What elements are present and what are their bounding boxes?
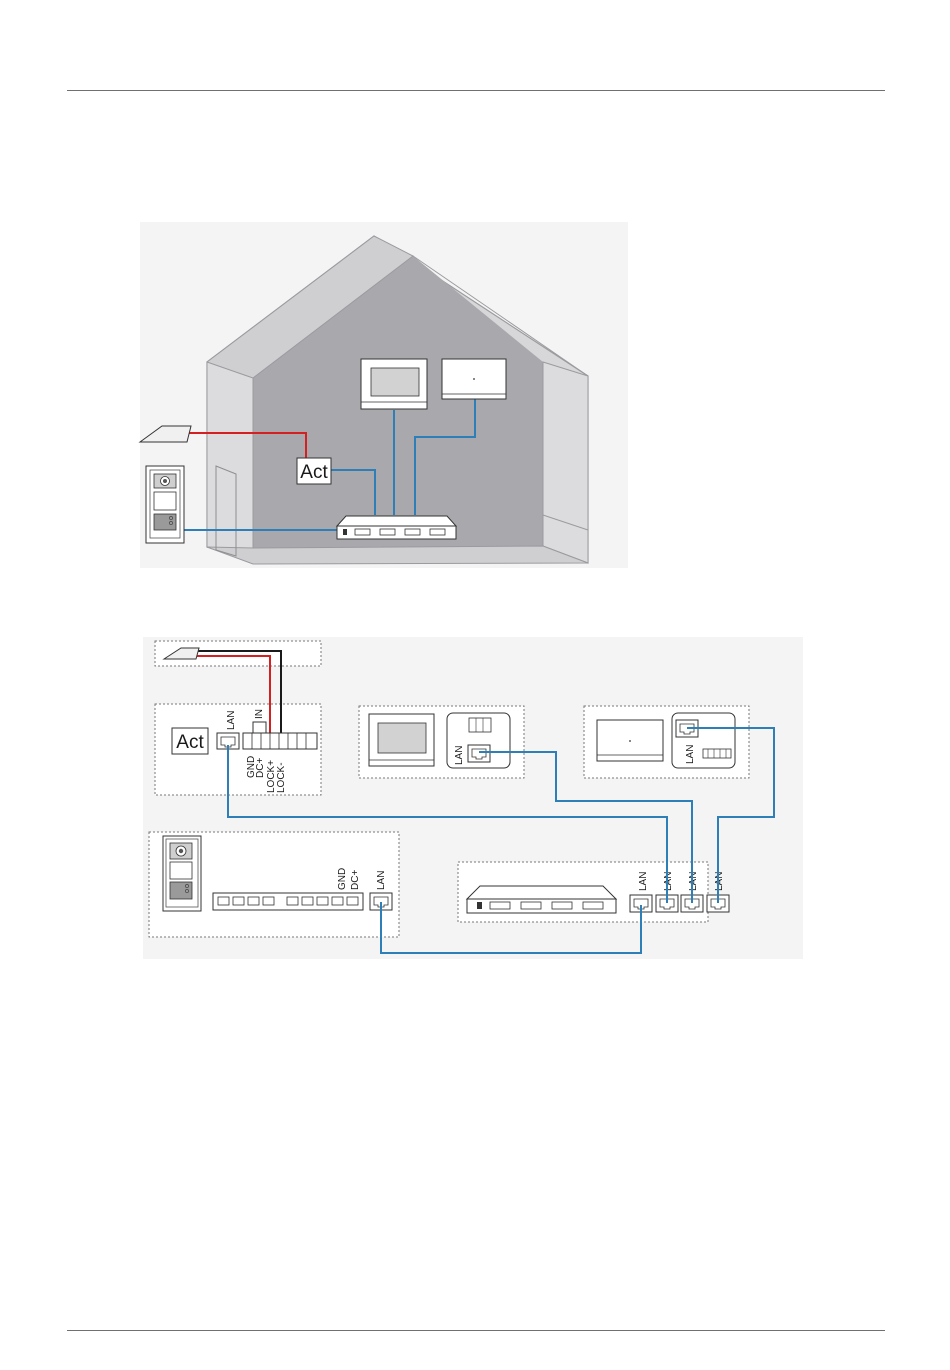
actuator-in-label: IN [254,709,265,719]
actuator-lan-label: LAN [226,711,237,730]
switch-port-label-4: LAN [714,872,725,891]
indoor-panel-house [442,359,506,399]
outdoor-station-house [146,466,184,543]
network-switch-house [337,516,456,539]
indoor-panel-lan-label: LAN [685,745,696,764]
actuator-wiring-label: Act [176,732,204,753]
actuator-house-label: Act [300,462,328,483]
network-switch-wiring [467,886,616,913]
actuator-module: Act [172,728,208,754]
indoor-panel-wiring [597,720,663,761]
actuator-terminal-dc-plus: DC+ [255,758,266,778]
outdoor-station-wiring [163,836,201,911]
actuator-house: Act [297,458,331,484]
switch-port-label-1: LAN [638,872,649,891]
switch-port-label-2: LAN [663,872,674,891]
actuator-terminal-lock-minus: LOCK- [276,762,287,793]
actuator-terminal-block [243,733,317,749]
indoor-panel-back-panel [672,713,735,768]
indoor-monitor-house [361,359,427,409]
outdoor-lan-label: LAN [376,871,387,890]
indoor-monitor-wiring [369,714,434,766]
outdoor-terminal-block [213,893,363,910]
outdoor-terminal-dc-plus: DC+ [350,870,361,890]
switch-port-label-3: LAN [688,872,699,891]
outdoor-terminal-gnd: GND [337,868,348,890]
indoor-monitor-lan-label: LAN [454,746,465,765]
